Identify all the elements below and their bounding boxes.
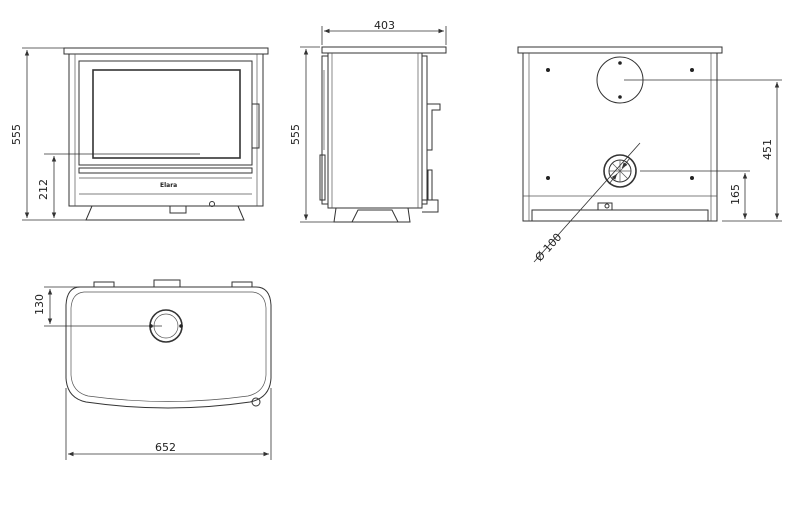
dim-rear-outlet-height: 451 (761, 139, 774, 160)
dim-front-lower-height: 212 (37, 179, 50, 200)
front-view: Elara 555 212 (10, 47, 269, 221)
rear-view: Ø 100 451 165 (517, 46, 782, 264)
dim-rear-inlet-height: 165 (729, 184, 742, 205)
dim-front-height: 555 (10, 124, 23, 145)
side-view: 403 555 (289, 19, 447, 223)
brand-label: Elara (160, 182, 177, 189)
dim-side-height: 555 (289, 124, 302, 145)
dim-side-depth: 403 (374, 19, 395, 32)
top-view: 130 652 (33, 279, 272, 460)
dim-top-width: 652 (155, 441, 176, 454)
dim-rear-inlet-diameter: Ø 100 (533, 231, 565, 264)
dim-top-outlet-offset: 130 (33, 294, 46, 315)
